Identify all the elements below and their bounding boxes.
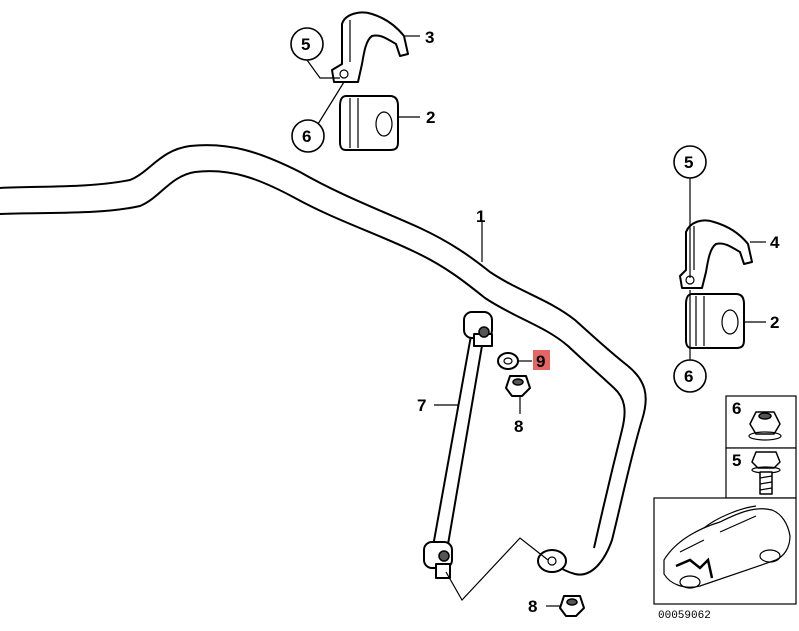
callout-6-right: 6	[673, 290, 707, 393]
svg-text:3: 3	[425, 28, 434, 47]
callout-3: 3	[404, 28, 434, 47]
svg-text:9: 9	[536, 352, 545, 371]
callout-6-top: 6	[291, 81, 345, 153]
callout-4: 4	[750, 233, 780, 252]
svg-text:5: 5	[732, 451, 741, 470]
legend-box-5: 5	[725, 447, 797, 499]
svg-text:4: 4	[770, 233, 780, 252]
svg-text:6: 6	[302, 127, 311, 146]
highlight-box	[533, 350, 550, 370]
bracket-right[interactable]	[679, 219, 753, 289]
callout-2-top: 2	[398, 108, 435, 127]
svg-text:1: 1	[476, 207, 485, 226]
svg-text:2: 2	[426, 108, 435, 127]
callout-8-lower: 8	[528, 597, 560, 616]
callout-5-right: 5	[673, 145, 707, 278]
bushing-right[interactable]	[685, 293, 745, 349]
nut-upper[interactable]	[505, 375, 531, 397]
stabilizer-bar[interactable]	[0, 144, 647, 576]
flange-nut-icon	[748, 411, 782, 441]
svg-text:2: 2	[770, 313, 779, 332]
stabilizer-link[interactable]	[423, 311, 493, 579]
legend-box-6: 6	[725, 395, 797, 449]
bracket-top[interactable]	[331, 11, 409, 83]
callout-5-top: 5	[290, 27, 340, 79]
svg-text:8: 8	[528, 597, 537, 616]
nut-lower[interactable]	[559, 595, 585, 617]
callout-1: 1	[476, 207, 485, 262]
car-outline-icon	[663, 505, 791, 589]
svg-text:8: 8	[514, 417, 523, 436]
callout-8-upper: 8	[514, 396, 523, 436]
washer[interactable]	[497, 352, 519, 370]
callout-7: 7	[417, 396, 458, 415]
callout-9: 9	[518, 350, 550, 371]
svg-text:7: 7	[417, 396, 426, 415]
callout-2-right: 2	[744, 313, 779, 332]
vehicle-locator-thumbnail	[653, 497, 797, 605]
bolt-icon	[751, 451, 781, 495]
diagram-id: 00059062	[658, 610, 711, 622]
svg-text:6: 6	[732, 399, 741, 418]
svg-text:6: 6	[684, 367, 693, 386]
svg-text:5: 5	[301, 35, 310, 54]
svg-text:5: 5	[684, 153, 693, 172]
bushing-top[interactable]	[339, 95, 399, 151]
